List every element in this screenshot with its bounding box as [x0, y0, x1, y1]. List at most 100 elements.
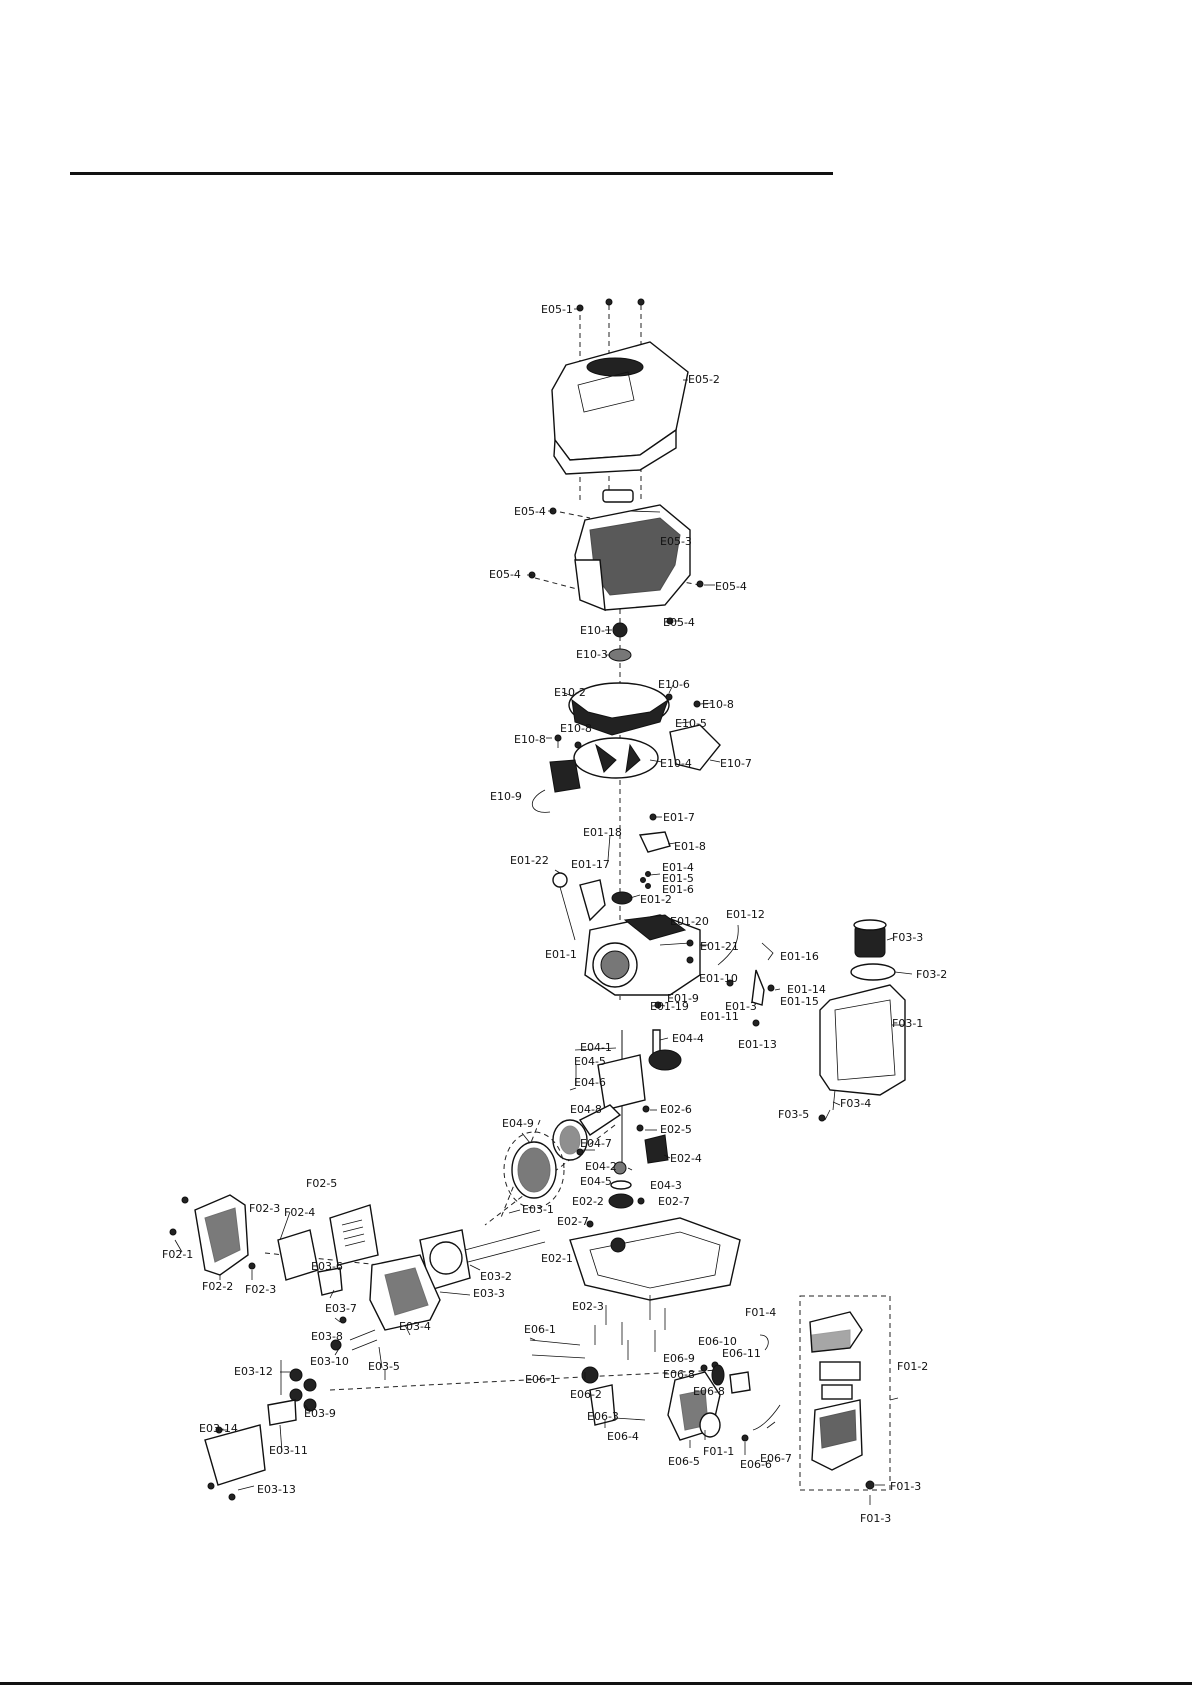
- part-label: E02-7: [557, 1215, 589, 1228]
- part-label: E05-4: [489, 568, 521, 581]
- part-label: E01-7: [663, 811, 695, 824]
- part-label: F02-4: [284, 1206, 315, 1219]
- part-label: E10-2: [554, 686, 586, 699]
- air-filter-group-part: [799, 1295, 891, 1491]
- part-label: E05-4: [514, 505, 546, 518]
- part-label: F01-3: [890, 1480, 921, 1493]
- part-label: F02-1: [162, 1248, 193, 1261]
- part-label: E10-8: [560, 722, 592, 735]
- part-label: E01-4: [662, 861, 694, 874]
- part-label: E05-1: [541, 303, 573, 316]
- part-label: E03-6: [311, 1260, 343, 1273]
- part-label: E10-7: [720, 757, 752, 770]
- part-label: E04-8: [570, 1103, 602, 1116]
- part-label: E01-14: [787, 983, 826, 996]
- part-label: E01-17: [571, 858, 610, 871]
- part-label: E03-12: [234, 1365, 273, 1378]
- crankcase-group-part: [552, 813, 775, 1027]
- part-label: E04-2: [585, 1160, 617, 1173]
- part-label: E06-8: [693, 1385, 725, 1398]
- part-label: E05-4: [715, 580, 747, 593]
- part-label: E03-3: [473, 1287, 505, 1300]
- part-label: F03-4: [840, 1097, 871, 1110]
- part-label: E02-1: [541, 1252, 573, 1265]
- part-label: E06-7: [760, 1452, 792, 1465]
- part-label: E06-10: [698, 1335, 737, 1348]
- part-label: E10-9: [490, 790, 522, 803]
- part-label: E01-8: [674, 840, 706, 853]
- part-label: E06-3: [587, 1410, 619, 1423]
- part-label: F01-1: [703, 1445, 734, 1458]
- part-label: E06-5: [668, 1455, 700, 1468]
- part-label: E04-1: [580, 1041, 612, 1054]
- part-label: E05-3: [660, 535, 692, 548]
- part-label: E01-16: [780, 950, 819, 963]
- cylinder-head-group-part: [204, 1229, 546, 1501]
- part-label: E01-9: [667, 992, 699, 1005]
- part-label: F02-3: [245, 1283, 276, 1296]
- part-label: E01-21: [700, 940, 739, 953]
- part-label: E03-8: [311, 1330, 343, 1343]
- part-label: E10-8: [702, 698, 734, 711]
- part-label: E06-11: [722, 1347, 761, 1360]
- leader-lines: [174, 308, 913, 1505]
- part-label: E04-3: [650, 1179, 682, 1192]
- part-label: F01-3: [860, 1512, 891, 1525]
- part-label: E01-19: [650, 1000, 689, 1013]
- part-label: E01-13: [738, 1038, 777, 1051]
- part-label: E01-3: [725, 1000, 757, 1013]
- part-label: E02-6: [660, 1103, 692, 1116]
- part-label: E03-7: [325, 1302, 357, 1315]
- part-label: F02-5: [306, 1177, 337, 1190]
- part-label: E03-13: [257, 1483, 296, 1496]
- part-label: E04-5: [580, 1175, 612, 1188]
- part-label: E03-2: [480, 1270, 512, 1283]
- part-label: E05-2: [688, 373, 720, 386]
- part-label: E01-20: [670, 915, 709, 928]
- part-label: E02-7: [658, 1195, 690, 1208]
- part-label: E04-6: [574, 1076, 606, 1089]
- part-label: E10-6: [658, 678, 690, 691]
- part-label: E02-5: [660, 1123, 692, 1136]
- part-label: E01-10: [699, 972, 738, 985]
- part-label: E01-18: [583, 826, 622, 839]
- part-label: E06-1: [524, 1323, 556, 1336]
- muffler-part: [169, 1194, 379, 1281]
- crankshaft-piston-group-part: [503, 1029, 682, 1209]
- part-label: E06-4: [607, 1430, 639, 1443]
- part-label: E02-2: [572, 1195, 604, 1208]
- part-label: F02-2: [202, 1280, 233, 1293]
- part-label: E01-5: [662, 872, 694, 885]
- part-label: E04-9: [502, 1117, 534, 1130]
- part-label: E01-12: [726, 908, 765, 921]
- part-label: E04-4: [672, 1032, 704, 1045]
- part-label: E05-4: [663, 616, 695, 629]
- flywheel-group-part: [532, 622, 721, 813]
- part-label: E04-5: [574, 1055, 606, 1068]
- footer-rule: [0, 1682, 1192, 1685]
- part-label: F03-3: [892, 931, 923, 944]
- part-label: E10-5: [675, 717, 707, 730]
- part-label: E01-1: [545, 948, 577, 961]
- part-label: E03-11: [269, 1444, 308, 1457]
- part-label: E04-7: [580, 1137, 612, 1150]
- part-label: E03-4: [399, 1320, 431, 1333]
- part-label: F03-2: [916, 968, 947, 981]
- part-labels: E05-1E05-2E05-4E05-3E05-4E05-4E05-4E10-1…: [162, 303, 947, 1525]
- part-label: E03-14: [199, 1422, 238, 1435]
- part-label: E01-2: [640, 893, 672, 906]
- part-label: F03-5: [778, 1108, 809, 1121]
- part-label: E06-6: [740, 1458, 772, 1471]
- part-label: F03-1: [892, 1017, 923, 1030]
- part-label: E10-3: [576, 648, 608, 661]
- part-label: E01-15: [780, 995, 819, 1008]
- part-label: E03-5: [368, 1360, 400, 1373]
- sump-part: [569, 1193, 741, 1360]
- carburetor-group-part: [529, 1334, 781, 1442]
- part-label: F01-2: [897, 1360, 928, 1373]
- part-label: E03-10: [310, 1355, 349, 1368]
- fuel-tank-part: [818, 919, 906, 1122]
- part-label: E06-2: [570, 1388, 602, 1401]
